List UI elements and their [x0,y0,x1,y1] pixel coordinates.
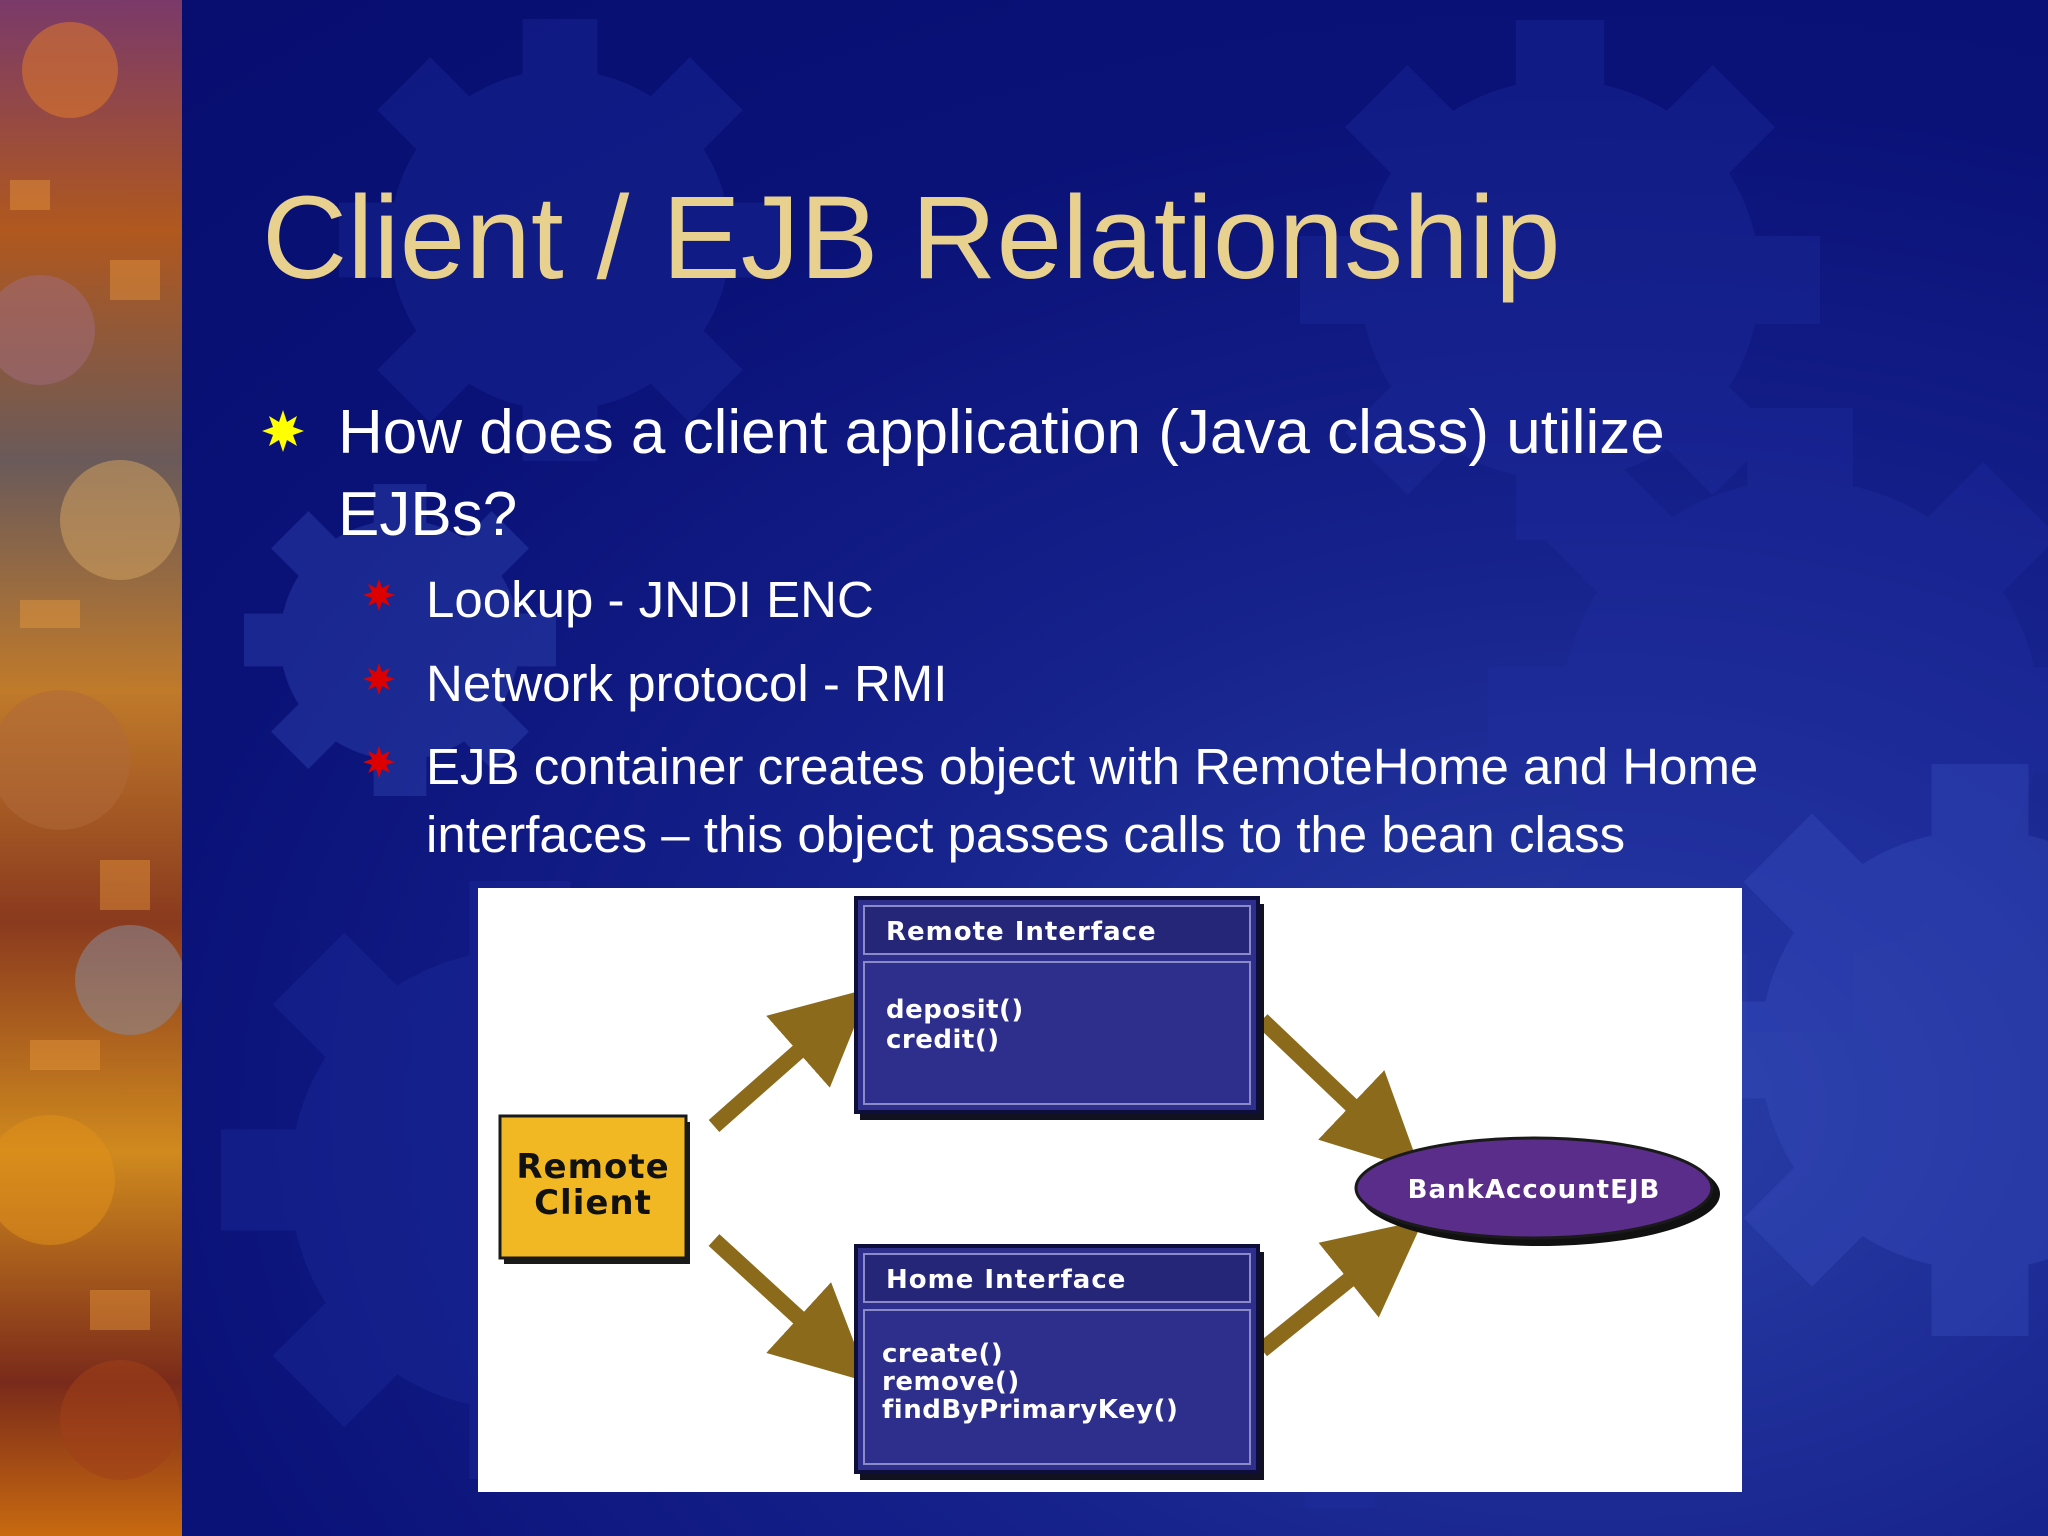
arrow-client-to-home [708,1234,870,1383]
home-interface-method: create() [882,1339,1003,1369]
starburst-bullet-icon [262,410,304,452]
remote-client-box: Remote Client [498,1114,690,1264]
bank-account-ejb-ellipse: BankAccountEJB [1354,1136,1720,1246]
bullet-level1-text: How does a client application (Java clas… [338,398,1665,549]
slide-title: Client / EJB Relationship [262,172,1561,304]
remote-interface-box: Remote Interface deposit() credit() [854,896,1264,1120]
starburst-bullet-icon [363,746,395,778]
bullet-level2-text: EJB container creates object with Remote… [426,738,1759,863]
remote-interface-method: credit() [886,1025,1000,1055]
home-interface-method: remove() [882,1367,1020,1397]
bullet-level2-text: Network protocol - RMI [426,655,948,712]
arrow-home-to-bean [1256,1219,1424,1357]
arrows [708,988,1424,1383]
arrow-remote-to-bean [1256,1014,1421,1172]
starburst-bullet-icon [363,579,395,611]
starburst-bullet-icon [363,663,395,695]
bank-account-ejb-label: BankAccountEJB [1408,1175,1661,1205]
bullet-level2-text: Lookup - JNDI ENC [426,571,874,628]
arrow-client-to-remote [708,988,870,1132]
remote-client-label-line2: Client [534,1183,652,1223]
home-interface-title: Home Interface [886,1265,1126,1295]
home-interface-method: findByPrimaryKey() [882,1395,1178,1425]
home-interface-box: Home Interface create() remove() findByP… [854,1244,1264,1480]
remote-interface-title: Remote Interface [886,917,1157,947]
remote-interface-method: deposit() [886,995,1024,1025]
decorative-left-strip [0,0,182,1536]
remote-client-label-line1: Remote [516,1147,669,1187]
ejb-relationship-diagram: Remote Client Remote Interface deposit()… [478,888,1742,1492]
